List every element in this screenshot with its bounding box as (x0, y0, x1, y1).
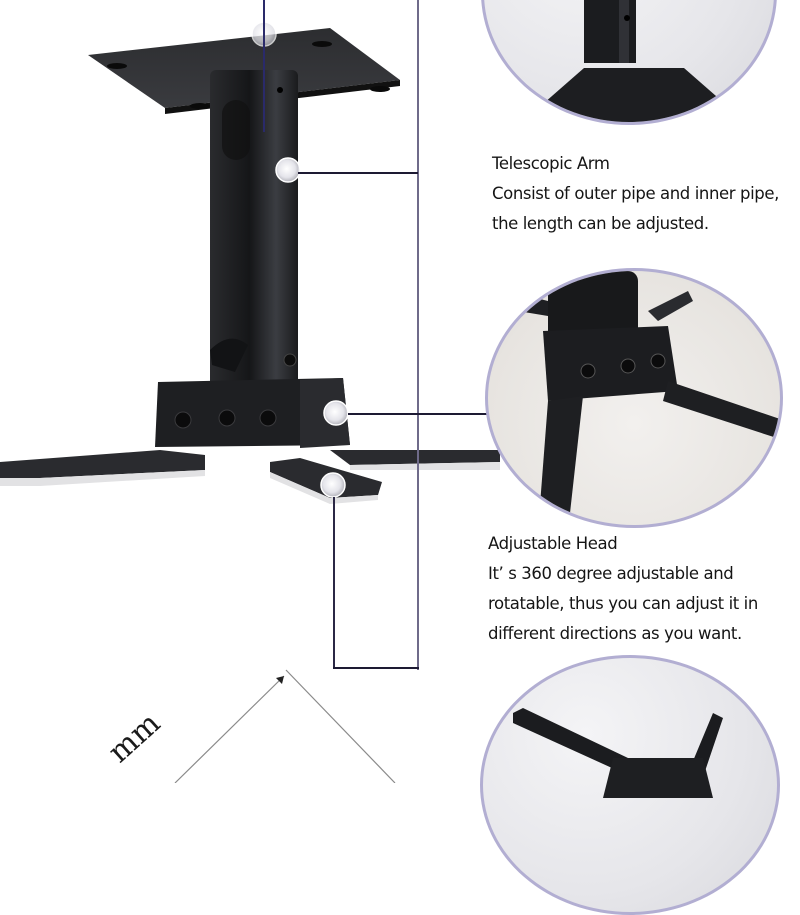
projector-mount-illustration (0, 21, 500, 504)
arms-detail-image (513, 708, 723, 798)
callout-text-line: rotatable, thus you can adjust it in (488, 594, 758, 613)
connector-line-plate (263, 0, 265, 132)
callout-title-telescopic-arm: Telescopic Arm (492, 154, 610, 173)
hotspot-marker-icon (323, 400, 349, 426)
connector-line-arm-bottom (333, 667, 419, 669)
callout-telescopic-arm: Telescopic Arm Consist of outer pipe and… (492, 149, 779, 239)
mount-arm-left (0, 450, 205, 478)
dimension-arrow-icon (276, 676, 284, 684)
callout-text-line: the length can be adjusted. (492, 214, 709, 233)
head-detail-image (488, 271, 780, 525)
connector-line-telescopic (298, 172, 418, 174)
detail-circle-arms (480, 655, 780, 915)
callout-text-line: It’ s 360 degree adjustable and (488, 564, 734, 583)
hotspot-marker-icon (275, 157, 301, 183)
ceiling-plate (88, 28, 400, 108)
connector-line-arm-down (333, 497, 335, 667)
detail-circle-pipe (481, 0, 777, 125)
connector-line-vertical-main (417, 0, 419, 670)
callout-text-line: different directions as you want. (488, 624, 742, 643)
callout-text-line: Consist of outer pipe and inner pipe, (492, 184, 779, 203)
connector-line-head (348, 413, 490, 415)
hotspot-marker-icon (320, 472, 346, 498)
dimension-extension-line (285, 669, 396, 783)
dimension-diagram (174, 669, 396, 783)
detail-circle-head (485, 268, 783, 528)
callout-title-adjustable-head: Adjustable Head (488, 534, 618, 553)
mount-arm-right (330, 450, 500, 465)
callout-adjustable-head: Adjustable Head It’ s 360 degree adjusta… (488, 529, 758, 649)
dimension-line (174, 675, 285, 783)
pipe-detail-image (544, 0, 724, 122)
